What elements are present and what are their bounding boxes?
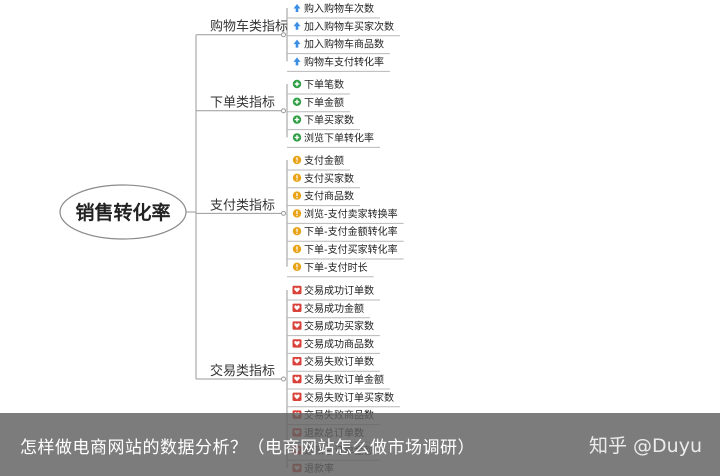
item-node: 交易失败订单金额 [287,373,390,390]
item-node: 下单-支付买家转化率 [287,243,404,260]
item-label: 支付买家数 [304,172,354,185]
heart-box-icon [292,303,302,312]
heart-box-icon [292,357,302,366]
plus-circle-icon [292,115,302,124]
branch-group: 支付类指标 支付金额支付买家数支付商品数浏览-支付卖家转换率下单-支付金额转化率下… [210,154,404,278]
item-label: 下单-支付时长 [304,261,368,274]
item-node: 浏览下单转化率 [287,131,380,148]
item-label: 支付金额 [304,154,344,167]
plus-circle-icon [292,79,302,89]
branch-node-dot [281,32,286,38]
branch-label: 支付类指标 [210,198,275,213]
root-node: 销售转化率 [59,184,187,240]
heart-box-icon [292,285,302,295]
up-arrow-icon [293,4,301,12]
plus-circle-icon [292,133,302,142]
heart-box-icon [292,374,302,384]
item-node: 支付买家数 [287,172,360,189]
exclamation-circle-icon [292,262,302,271]
item-node: 购物车支付转化率 [287,55,390,72]
watermark: 知乎 @Duyu [589,435,702,457]
heart-box-icon [292,321,302,330]
item-node: 浏览-支付卖家转换率 [287,207,404,224]
item-label: 加入购物车商品数 [304,38,384,51]
item-node: 下单-支付时长 [287,261,374,278]
item-label: 加入购物车买家次数 [304,20,394,33]
exclamation-circle-icon [292,191,302,200]
item-label: 下单金额 [304,96,344,109]
exclamation-circle-icon [292,227,302,236]
item-node: 交易失败订单数 [287,355,380,372]
item-node: 支付商品数 [287,190,360,207]
item-node: 交易成功买家数 [287,320,380,337]
item-label: 支付商品数 [304,190,354,203]
item-node: 交易成功金额 [287,302,370,319]
exclamation-circle-icon [292,173,302,182]
item-label: 购入购物车次数 [304,2,374,15]
branch-groups: 购物车类指标购入购物车次数加入购物车买家次数加入购物车商品数购物车支付转化率下单… [210,2,404,475]
item-node: 交易失败订单买家数 [287,391,400,408]
item-node: 加入购物车商品数 [287,38,390,55]
item-node: 交易成功商品数 [287,337,380,354]
exclamation-circle-icon [292,155,302,165]
item-node: 下单-支付金额转化率 [287,225,404,242]
item-label: 交易成功金额 [304,302,364,315]
branch-node-dot [281,210,286,216]
item-node: 支付金额 [287,154,350,171]
up-arrow-icon [293,57,301,66]
item-label: 交易成功买家数 [304,320,374,333]
item-node: 加入购物车买家次数 [287,20,400,37]
connector-lines [186,8,288,468]
item-label: 下单笔数 [304,78,344,91]
item-label: 浏览-支付卖家转换率 [304,207,398,220]
branch-label: 交易类指标 [210,363,275,379]
item-label: 交易失败订单数 [304,355,374,368]
item-label: 购物车支付转化率 [304,55,384,68]
item-label: 交易失败订单金额 [304,373,384,386]
item-node: 购入购物车次数 [287,2,380,19]
item-node: 下单买家数 [287,114,360,131]
item-label: 下单买家数 [304,114,354,127]
exclamation-circle-icon [292,244,302,254]
item-label: 下单-支付买家转化率 [304,243,398,256]
branch-node-dot [281,108,286,114]
plus-circle-icon [292,97,302,107]
exclamation-circle-icon [292,209,302,218]
item-label: 交易失败订单买家数 [304,391,394,404]
heart-box-icon [292,339,302,348]
up-arrow-icon [293,21,301,30]
item-node: 下单笔数 [287,78,350,95]
item-node: 下单金额 [287,96,350,113]
caption-bar [0,413,720,476]
caption-text: 怎样做电商网站的数据分析？（电商网站怎么做市场调研） [20,438,475,458]
item-label: 下单-支付金额转化率 [304,225,398,238]
branch-label: 下单类指标 [210,96,275,111]
item-label: 交易成功商品数 [304,337,374,350]
item-label: 交易成功订单数 [304,284,374,297]
heart-box-icon [292,392,302,401]
root-label: 销售转化率 [75,201,170,224]
branch-label: 购物车类指标 [210,19,288,35]
up-arrow-icon [293,39,301,48]
item-node: 交易成功订单数 [287,284,380,301]
item-label: 浏览下单转化率 [304,131,374,144]
branch-node-dot [281,376,286,382]
